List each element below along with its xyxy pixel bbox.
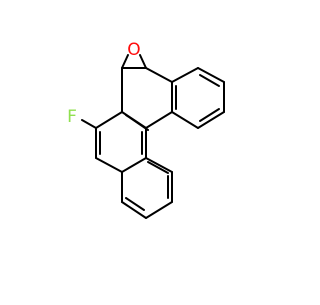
background [0, 0, 300, 300]
bond-ring-a-2 [197, 67, 225, 83]
bond-ring-b-1 [95, 111, 123, 129]
bond-ring-a-5 [171, 111, 199, 129]
bond-epoxide-c-o-right [139, 54, 147, 69]
bond-ring-c-4 [121, 201, 147, 219]
bond-ring-b-3 [95, 157, 123, 173]
bond-ring-a-1 [171, 67, 199, 83]
bond-central-1 [145, 67, 173, 83]
bond-lines [81, 54, 225, 219]
fluorine-atom-label: F [67, 107, 77, 127]
oxygen-atom-label: O [127, 40, 140, 60]
bond-ring-b-4 [121, 157, 147, 173]
bond-central-double-inner [125, 114, 149, 131]
bond-ring-c-1 [145, 157, 173, 173]
structure-canvas: O F [0, 0, 300, 300]
bond-ring-c-3 [145, 201, 173, 219]
bond-c-f [81, 119, 97, 129]
molecule-diagram: O F [0, 0, 300, 300]
bond-ring-a-4 [197, 111, 225, 129]
bond-central-3 [145, 111, 173, 129]
bond-ring-a-inner-1 [199, 74, 220, 87]
bond-ring-c-inner-3 [147, 161, 169, 174]
bond-ring-a-inner-2 [199, 108, 220, 122]
bond-ring-c-inner-1 [125, 197, 145, 211]
bond-epoxide-c-o-left [121, 54, 129, 69]
